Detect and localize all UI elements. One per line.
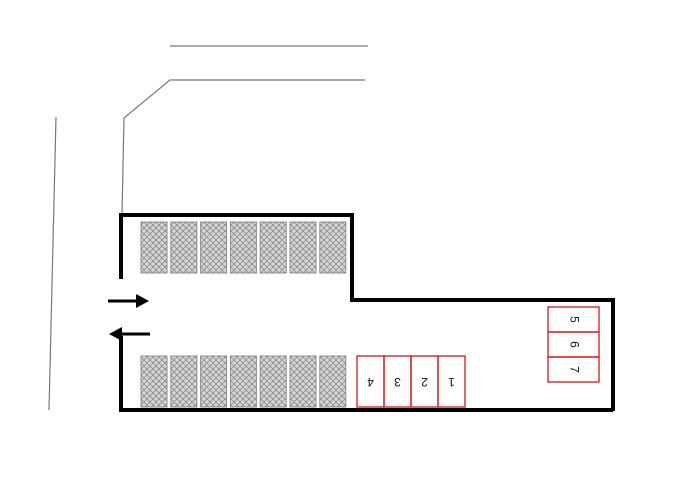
occupied-space [319,221,347,274]
lot-wall-lower [119,336,613,412]
parking-slot-number: 6 [567,341,581,348]
parking-slot: 3 [383,355,412,408]
street-lines [48,45,368,411]
parking-slot: 1 [437,355,466,408]
parking-slot-number: 5 [567,316,581,323]
parking-slot: 5 [547,306,600,333]
occupied-space [140,355,168,408]
occupied-space [229,221,257,274]
occupied-space [259,355,287,408]
arrow-right-icon [108,294,149,308]
occupied-space [170,221,198,274]
arrow-left-icon [109,327,150,341]
parking-slot-number: 4 [367,375,374,389]
occupied-space [259,221,287,274]
parking-slot: 4 [356,355,385,408]
available-slots-bottom-row: 4 3 2 1 [356,355,466,408]
occupied-spaces-top-row [140,221,347,274]
occupied-space [319,355,347,408]
parking-slot: 6 [547,331,600,358]
occupied-space [200,221,228,274]
occupied-space [229,355,257,408]
occupied-space [289,355,317,408]
available-slots-right-column: 5 6 7 [547,306,600,383]
occupied-space [200,355,228,408]
occupied-space [140,221,168,274]
parking-slot: 7 [547,356,600,383]
parking-slot-outline [547,356,600,383]
lot-boundary [119,213,615,412]
parking-slot-outline [437,355,466,408]
parking-slot-number: 1 [448,375,455,389]
parking-slot-number: 7 [567,366,581,373]
occupied-space [170,355,198,408]
arrow-right-head [136,294,149,308]
parking-slot-number: 3 [394,375,401,389]
street-curb [121,79,365,216]
arrow-left-head [109,327,122,341]
occupied-space [289,221,317,274]
lot-wall-upper [119,213,615,411]
occupied-spaces-bottom-row [140,355,347,408]
parking-slot-number: 2 [421,375,428,389]
parking-slot: 2 [410,355,439,408]
street-line-left [48,116,57,411]
